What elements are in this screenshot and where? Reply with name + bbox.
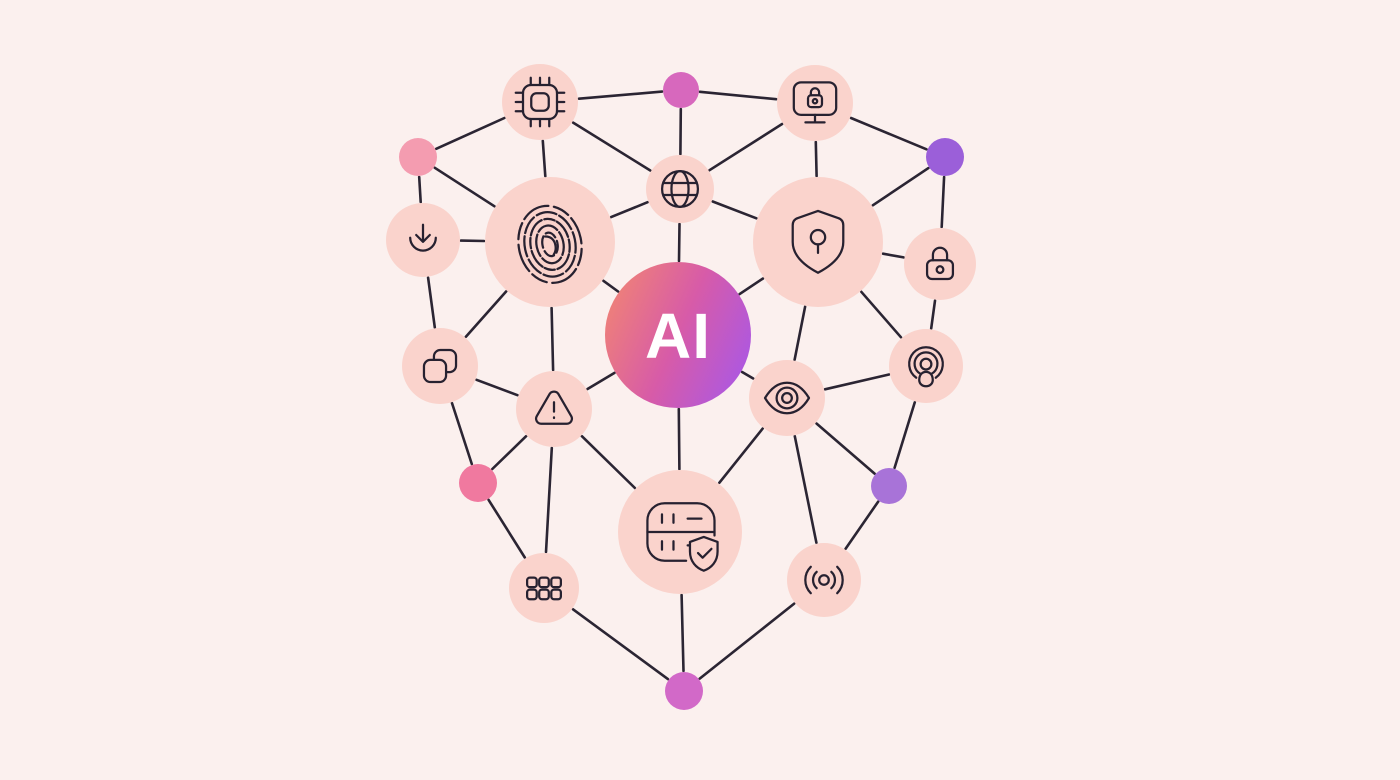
edge-dot-upper-left-fingerprint: [433, 166, 496, 208]
edge-shield-keyhole-broadcast-user: [859, 290, 903, 339]
broadcast-user-node: [889, 329, 963, 403]
shield-keyhole-node: [753, 177, 883, 307]
connector-dot-bottom: [665, 672, 703, 710]
edge-warning-ai: [586, 371, 616, 391]
secure-monitor-node: [777, 65, 853, 141]
chip-node: [502, 64, 578, 140]
edge-chip-dot-top: [577, 90, 664, 100]
edge-eye-dot-mid-right: [815, 422, 876, 475]
edge-dot-upper-left-download: [417, 175, 423, 204]
connector-dot-top: [663, 72, 699, 108]
edge-signal-dot-bottom: [698, 602, 796, 680]
edge-warning-dot-mid-left: [490, 434, 528, 471]
edge-warning-database-shield: [580, 434, 637, 490]
edge-ai-eye: [740, 370, 755, 380]
edge-broadcast-user-dot-mid-right: [893, 400, 917, 470]
copy-node: [402, 328, 478, 404]
node-circle: [605, 262, 751, 408]
secure-database-node: [618, 470, 742, 594]
edge-copy-dot-mid-left: [450, 401, 474, 466]
edge-dot-top-monitor-lock: [698, 90, 778, 101]
edge-lines: [417, 90, 946, 681]
connector-dot: [926, 138, 964, 176]
padlock-node: [904, 228, 976, 300]
edge-download-copy: [426, 276, 437, 329]
connector-dot-mid-right: [871, 468, 907, 504]
ai-center-node: AI: [605, 262, 751, 408]
edge-grid-dot-bottom: [571, 607, 670, 681]
warning-node: [516, 371, 592, 447]
edge-eye-database-shield: [717, 427, 765, 485]
edge-shield-keyhole-ai: [738, 277, 765, 296]
connector-dot: [459, 464, 497, 502]
edge-shield-keyhole-eye: [793, 305, 807, 362]
connector-dot-upper-right: [926, 138, 964, 176]
edge-dot-mid-left-grid: [487, 498, 527, 559]
edge-globe-ai: [677, 222, 681, 263]
download-node: [386, 203, 460, 277]
edge-shield-keyhole-dot-upper-right: [871, 166, 930, 207]
edge-fingerprint-warning: [550, 306, 555, 372]
node-circle: [904, 228, 976, 300]
globe-node: [646, 155, 714, 223]
app-grid-node: [509, 553, 579, 623]
edge-copy-warning: [475, 378, 519, 397]
edge-monitor-lock-dot-upper-right: [849, 116, 928, 151]
edge-ai-database-shield: [677, 407, 681, 471]
node-circle: [889, 329, 963, 403]
node-circle: [502, 64, 578, 140]
edge-warning-grid: [544, 446, 554, 554]
edge-chip-globe: [571, 121, 652, 172]
edge-padlock-broadcast-user: [929, 299, 937, 330]
connector-dot: [871, 468, 907, 504]
connector-dot-upper-left: [399, 138, 437, 176]
signal-node: [787, 543, 861, 617]
nodes-layer: AI: [386, 64, 976, 710]
node-circle: [753, 177, 883, 307]
edge-dot-upper-right-padlock: [940, 175, 946, 229]
edge-chip-dot-upper-left: [434, 116, 506, 151]
connector-dot: [665, 672, 703, 710]
edge-eye-signal: [793, 434, 818, 545]
ai-label: AI: [645, 300, 711, 372]
edge-fingerprint-ai: [602, 279, 620, 293]
edge-database-shield-dot-bottom: [680, 593, 685, 673]
edge-shield-keyhole-padlock: [881, 252, 905, 259]
edge-broadcast-user-eye: [823, 373, 891, 391]
edge-globe-shield-keyhole: [711, 200, 758, 220]
edge-globe-fingerprint: [609, 200, 649, 219]
node-circle: [485, 177, 615, 307]
connector-dot: [663, 72, 699, 108]
connector-dot-mid-left: [459, 464, 497, 502]
edge-chip-fingerprint: [541, 139, 547, 178]
fingerprint-node: [485, 177, 615, 307]
node-circle: [749, 360, 825, 436]
node-circle: [787, 543, 861, 617]
connector-dot: [399, 138, 437, 176]
eye-node: [749, 360, 825, 436]
edge-monitor-lock-globe: [708, 122, 784, 172]
edge-fingerprint-copy: [464, 290, 508, 339]
node-circle: [646, 155, 714, 223]
edge-monitor-lock-shield-keyhole: [814, 140, 818, 178]
edge-dot-mid-right-signal: [844, 500, 880, 551]
